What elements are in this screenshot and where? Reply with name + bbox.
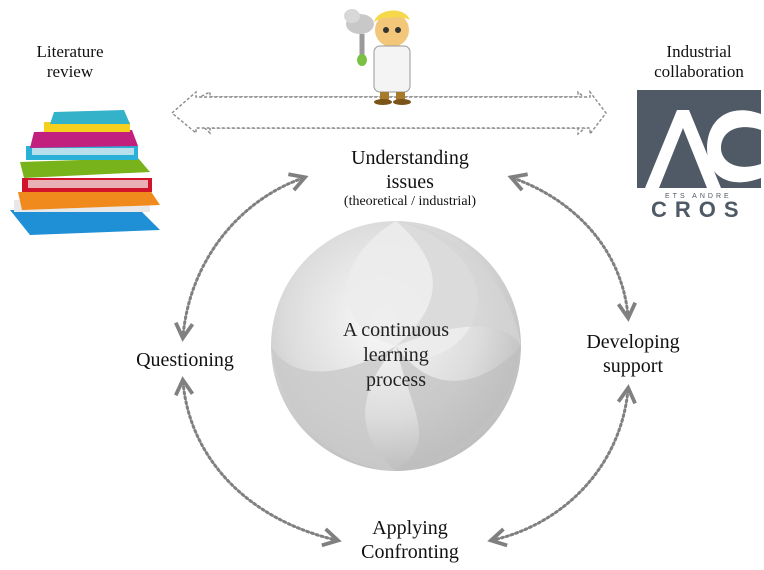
literature-review-label: Literature review (36, 42, 104, 82)
arrow-understanding-questioning (174, 172, 309, 342)
node-applying-confronting: Applying Confronting (361, 517, 459, 563)
node-questioning: Questioning (136, 349, 234, 371)
industrial-collaboration-label: Industrial collaboration (654, 42, 744, 82)
arrow-questioning-applying (174, 376, 342, 548)
stack-of-books-icon (10, 110, 160, 235)
literature-industry-arrow (170, 89, 607, 137)
arrow-developing-applying (487, 384, 637, 548)
center-process-text: A continuous learning process (342, 319, 450, 391)
node-understanding-issues: Understanding issues (theoretical / indu… (343, 147, 477, 209)
cros-logo: ETS ANDRE CROS (637, 90, 761, 220)
cros-small-text: ETS ANDRE (665, 193, 732, 200)
node-developing-support: Developing support (586, 331, 680, 377)
scientist-icon (344, 9, 411, 105)
cycle-arrows (174, 172, 637, 548)
arrow-understanding-developing (507, 172, 637, 322)
cros-brand-text: CROS (651, 197, 747, 220)
